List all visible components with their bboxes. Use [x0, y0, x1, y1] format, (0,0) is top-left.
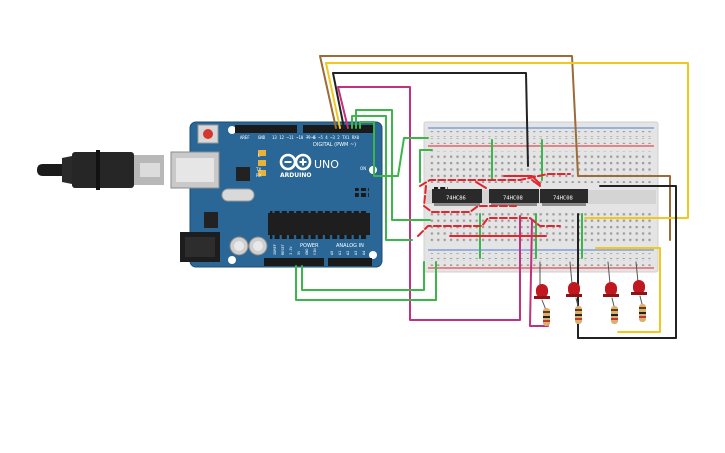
wire-red-1[interactable]: [419, 173, 571, 187]
wire-red-5[interactable]: [531, 179, 541, 187]
wire-red-3[interactable]: [423, 185, 517, 213]
wire-yellow-top[interactable]: [325, 62, 689, 219]
resistor-3[interactable]: [611, 306, 618, 324]
chip-74hc08-1[interactable]: 74HC08: [489, 189, 539, 206]
chip-74hc08-2[interactable]: 74HC08: [540, 189, 588, 206]
power-header-label: POWER: [300, 243, 319, 249]
arduino-brand-label: ARDUINO: [280, 172, 311, 179]
arduino-uno-board[interactable]: AREF GND 13 12 ~11 ~10 ~9 8 7 ~6 ~5 4 ~3…: [170, 121, 383, 268]
resistor-leg: [611, 297, 615, 307]
wire-red-2[interactable]: [417, 217, 561, 237]
led-leg: [607, 261, 611, 285]
chip-label: 74HC86: [446, 196, 466, 202]
led-leg: [635, 261, 639, 283]
red-led-4[interactable]: [631, 280, 647, 295]
svg-text:A1: A1: [338, 251, 342, 255]
arduino-model-label: UNO: [314, 158, 339, 171]
red-led-3[interactable]: [603, 282, 619, 297]
chip-label: 74HC08: [503, 196, 523, 202]
icsp-header: [355, 188, 369, 198]
svg-text:7 ~6 ~5 4 ~3 2 TX1 RX0: 7 ~6 ~5 4 ~3 2 TX1 RX0: [306, 135, 360, 140]
svg-text:A3: A3: [354, 251, 358, 255]
usb-plug-body: [72, 152, 134, 188]
resistor-1[interactable]: [543, 308, 550, 326]
wire-yellow-bottom[interactable]: [595, 247, 661, 333]
rail-holes-bottom-1[interactable]: [430, 253, 652, 259]
svg-text:A2: A2: [346, 251, 350, 255]
wire-magenta-long[interactable]: [337, 86, 521, 321]
chip-74hc86[interactable]: 74HC86: [432, 186, 482, 206]
usb-controller-chip: [236, 167, 250, 181]
led-tx-label: TX: [255, 167, 261, 172]
reset-button-cap[interactable]: [203, 129, 213, 139]
mounting-hole: [228, 256, 236, 264]
led-l-label: L: [258, 153, 261, 158]
jumper-green[interactable]: [419, 149, 433, 183]
resistor-2[interactable]: [575, 306, 582, 324]
red-led-2[interactable]: [566, 282, 582, 297]
resistor-leg: [575, 297, 579, 307]
atmega-chip: [268, 213, 370, 235]
regulator-chip: [204, 212, 218, 228]
svg-text:GND: GND: [258, 135, 266, 140]
svg-text:AREF: AREF: [240, 135, 250, 140]
digital-header-label: DIGITAL (PWM ~): [313, 142, 356, 148]
led-group[interactable]: [534, 280, 647, 299]
svg-text:GND: GND: [305, 249, 309, 256]
mounting-hole: [369, 251, 377, 259]
wire-black-top[interactable]: [332, 72, 529, 167]
svg-text:IOREF: IOREF: [273, 244, 277, 255]
mounting-hole: [228, 126, 236, 134]
wire-green-5v[interactable]: [301, 261, 425, 291]
power-on-label: ON: [360, 166, 366, 171]
wire-red-7[interactable]: [503, 175, 541, 185]
rail-holes-top-1[interactable]: [430, 131, 652, 137]
chip-label: 74HC08: [553, 196, 573, 202]
crystal-oscillator: [221, 188, 255, 202]
led-rx-label: RX: [256, 173, 262, 178]
digital-pin-numbers: AREF GND 13 12 ~11 ~10 ~9 8 7 ~6 ~5 4 ~3…: [240, 135, 360, 140]
wire-green-3[interactable]: [359, 121, 429, 177]
wire-green-1[interactable]: [351, 115, 413, 241]
svg-text:5V: 5V: [297, 250, 301, 255]
resistor-leg: [639, 295, 643, 305]
wire-green-gnd[interactable]: [295, 261, 437, 301]
resistor-4[interactable]: [639, 304, 646, 322]
arduino-logo-icon: [279, 153, 312, 171]
svg-text:VIN: VIN: [313, 249, 317, 256]
power-pin-labels: IOREF RESET 3.3V 5V GND VIN A0 A1 A2 A3 …: [273, 243, 366, 255]
usb-cable[interactable]: [37, 150, 164, 190]
svg-text:A4: A4: [362, 251, 366, 255]
wire-green-2[interactable]: [355, 109, 431, 221]
rail-holes-bottom-2[interactable]: [430, 260, 652, 266]
wire-red-4[interactable]: [475, 181, 487, 189]
svg-text:13 12 ~11 ~10 ~9 8: 13 12 ~11 ~10 ~9 8: [272, 135, 316, 140]
svg-text:A0: A0: [330, 251, 334, 255]
led-leg: [569, 261, 573, 285]
svg-text:3.3V: 3.3V: [289, 246, 293, 255]
svg-text:RESET: RESET: [281, 243, 285, 255]
analog-header-label: ANALOG IN: [336, 243, 364, 249]
red-led-1[interactable]: [534, 284, 550, 299]
resistor-group[interactable]: [543, 304, 646, 326]
